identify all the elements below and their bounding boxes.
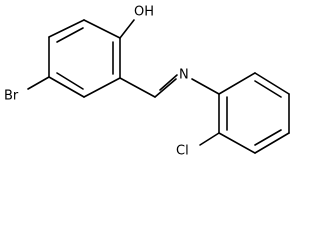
bond (119, 77, 156, 98)
chlorine-label: Cl (176, 144, 189, 159)
bond (83, 77, 121, 98)
nitrogen-label: N (179, 68, 189, 83)
phenol-ring (48, 19, 121, 98)
bond (48, 19, 85, 38)
bromine-label: Br (4, 89, 19, 104)
double-bond (254, 129, 282, 146)
double-bond (56, 72, 84, 90)
bond (218, 132, 256, 154)
bond (27, 76, 50, 90)
bond (218, 72, 256, 95)
bond (48, 76, 85, 98)
bond (254, 132, 290, 154)
chlorophenyl-ring (218, 72, 290, 154)
bond (191, 78, 220, 95)
double-bond (56, 27, 84, 43)
bond (119, 19, 135, 39)
chemical-structure: OH Br N Cl (4, 5, 290, 159)
double-bond (159, 74, 178, 91)
bond (199, 132, 220, 146)
hydroxyl-label: OH (134, 5, 154, 20)
bond (83, 19, 121, 39)
double-bond (254, 80, 282, 98)
bond (254, 72, 290, 95)
bond (154, 78, 177, 98)
